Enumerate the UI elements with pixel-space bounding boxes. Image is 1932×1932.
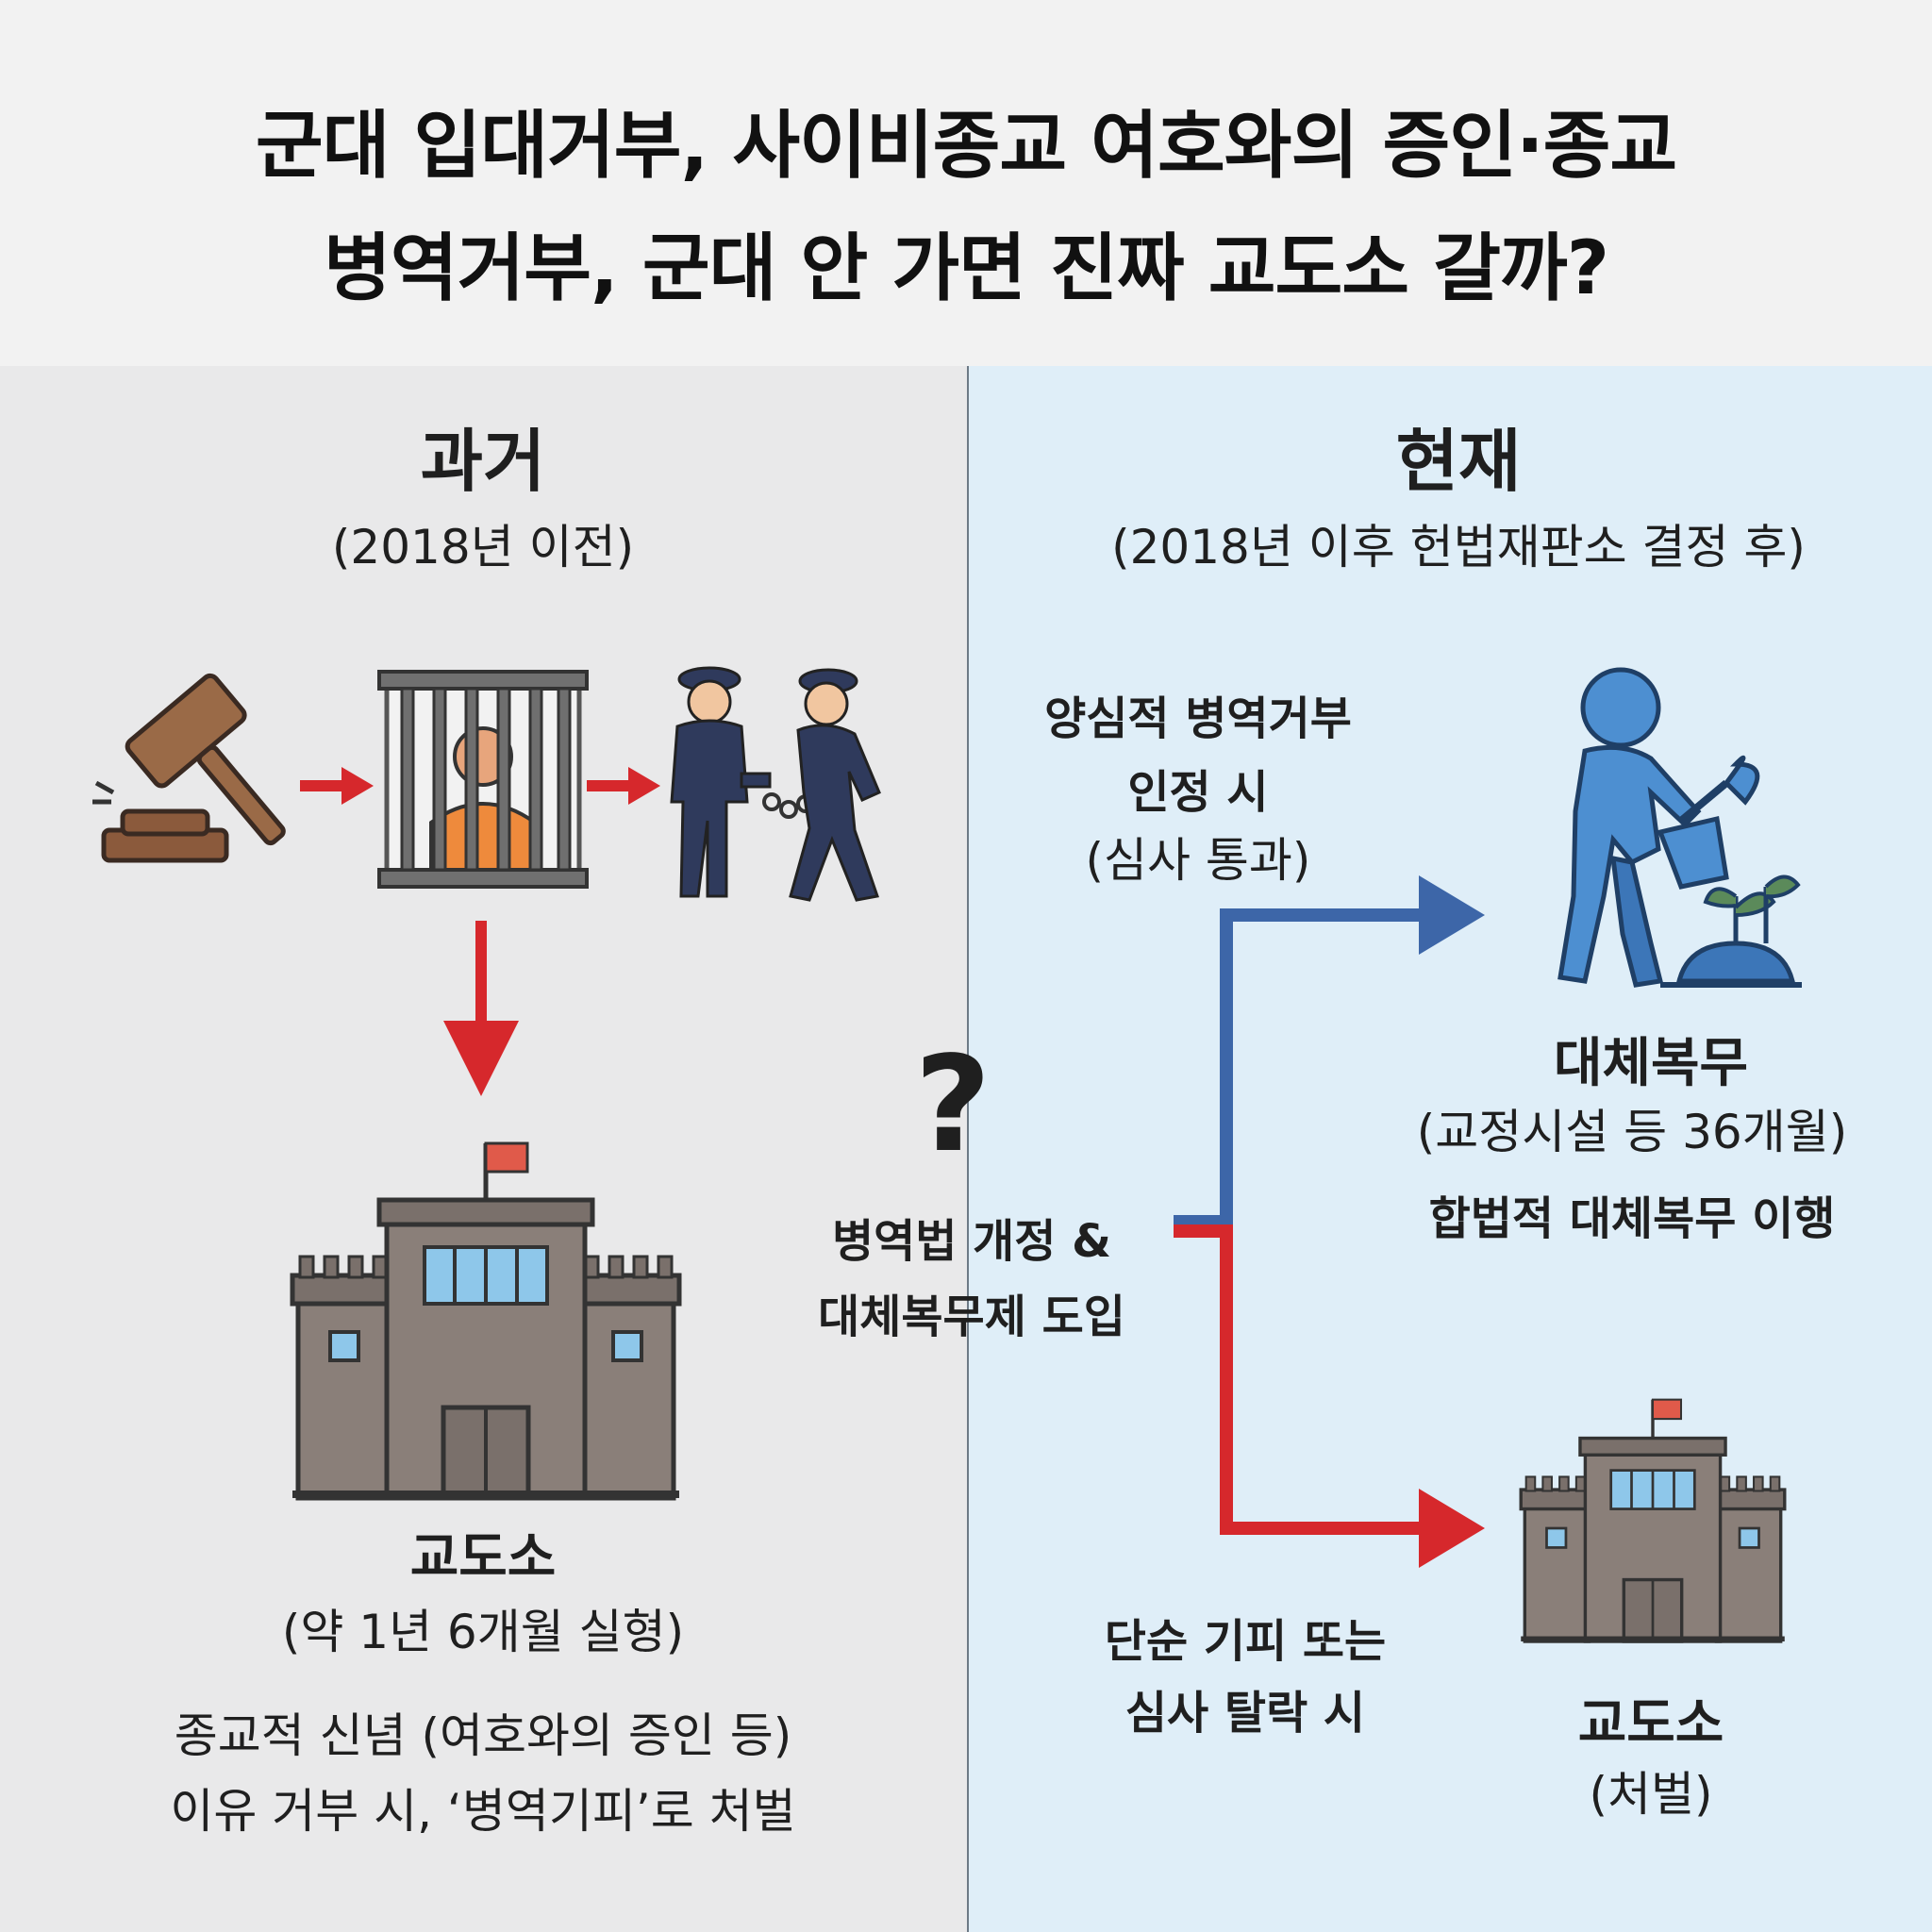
prison-building-icon (290, 1141, 682, 1501)
jail-cell-icon (377, 670, 589, 889)
past-period: (2018년 이전) (331, 520, 635, 575)
present-panel (968, 366, 1932, 1932)
title-line-1: 군대 입대거부, 사이비종교 여호와의 증인·종교 (255, 104, 1677, 189)
worker-planting-icon (1557, 667, 1802, 988)
arrow-right-icon (587, 767, 660, 805)
accepted-line-3: (심사 통과) (1085, 833, 1311, 888)
panel-divider (967, 366, 969, 1932)
alt-service-note: 합법적 대체복무 이행 (1428, 1192, 1836, 1245)
present-prison-title: 교도소 (1577, 1693, 1724, 1755)
title-line-2: 병역거부, 군대 안 가면 진짜 교도소 갈까? (324, 226, 1609, 311)
past-note-line-2: 이유 거부 시, ‘병역기피’로 처벌 (170, 1784, 796, 1839)
arrow-right-icon (300, 767, 374, 805)
past-result-detail: (약 1년 6개월 실형) (281, 1605, 685, 1659)
present-prison-detail: (처벌) (1589, 1767, 1713, 1822)
alt-service-detail: (교정시설 등 36개월) (1416, 1105, 1848, 1159)
present-heading: 현재 (1395, 422, 1522, 501)
arrow-down-icon (443, 921, 519, 1096)
header (0, 0, 1932, 366)
gavel-icon (92, 673, 286, 863)
present-period: (2018년 이후 헌법재판소 결정 후) (1111, 520, 1806, 575)
rejected-line-2: 심사 탈락 시 (1124, 1687, 1366, 1740)
accepted-line-2: 인정 시 (1127, 766, 1269, 819)
branch-arrows (1174, 875, 1485, 1568)
reform-line-1: 병역법 개정 & (831, 1215, 1112, 1268)
accepted-line-1: 양심적 병역거부 (1044, 692, 1352, 745)
police-arrest-icon (670, 666, 881, 902)
rejected-line-1: 단순 기피 또는 (1104, 1615, 1387, 1668)
past-heading: 과거 (420, 422, 546, 501)
alt-service-title: 대체복무 (1553, 1033, 1749, 1094)
past-note-line-1: 종교적 신념 (여호와의 증인 등) (174, 1708, 792, 1763)
reform-line-2: 대체복무제 도입 (818, 1291, 1125, 1343)
past-result-title: 교도소 (409, 1527, 557, 1589)
prison-building-icon (1519, 1398, 1787, 1643)
question-mark: ? (914, 1028, 991, 1182)
